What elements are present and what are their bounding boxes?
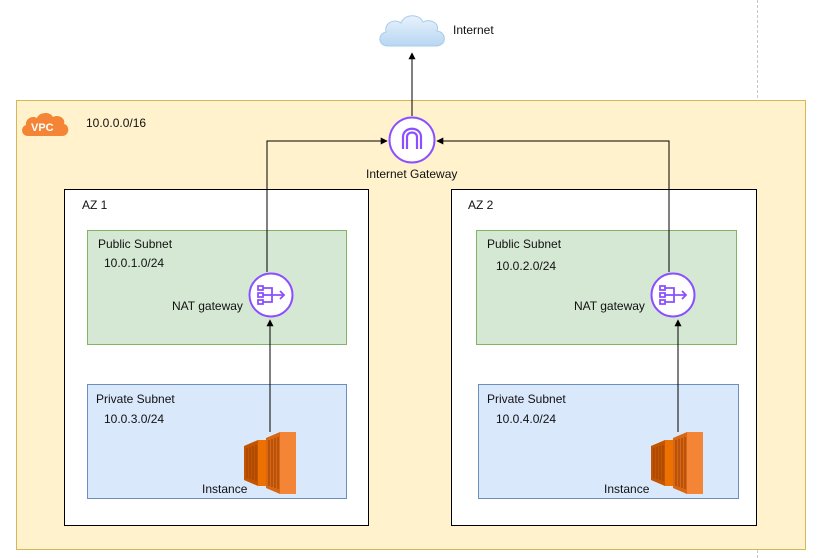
az-1-label: AZ 1 (82, 198, 108, 212)
private-subnet-2-cidr: 10.0.4.0/24 (496, 412, 557, 426)
internet-gateway-label: Internet Gateway (366, 167, 458, 181)
nat-gateway-2-label: NAT gateway (574, 299, 645, 313)
internet-label: Internet (453, 23, 494, 37)
internet-gateway-icon (388, 116, 436, 164)
vpc-badge-label: VPC (31, 122, 54, 134)
instance-1-label: Instance (202, 482, 248, 496)
nat1-to-igw-arrow (266, 137, 388, 272)
public-subnet-1-title: Public Subnet (98, 237, 173, 251)
instance-2-label: Instance (604, 482, 650, 496)
nat-gateway-1-label: NAT gateway (172, 299, 243, 313)
nat2-to-igw-arrow (436, 137, 670, 272)
ec2-instance-1-icon (244, 432, 296, 494)
public-subnet-1 (87, 230, 347, 345)
vpc-cidr: 10.0.0.0/16 (86, 116, 147, 130)
public-subnet-2-title: Public Subnet (487, 237, 562, 251)
private-subnet-1-cidr: 10.0.3.0/24 (104, 412, 165, 426)
az-2-label: AZ 2 (468, 198, 494, 212)
vpc-cloud-icon (22, 112, 69, 136)
private-subnet-1 (87, 384, 347, 499)
internet-cloud-icon (379, 15, 445, 47)
private-subnet-2-title: Private Subnet (487, 392, 566, 406)
ec2-instance-2-icon (651, 432, 703, 494)
private-subnet-1-title: Private Subnet (96, 392, 175, 406)
public-subnet-2-cidr: 10.0.2.0/24 (496, 259, 557, 273)
public-subnet-1-cidr: 10.0.1.0/24 (104, 256, 165, 270)
nat-gateway-2-icon (650, 272, 696, 318)
nat-gateway-1-icon (248, 272, 294, 318)
